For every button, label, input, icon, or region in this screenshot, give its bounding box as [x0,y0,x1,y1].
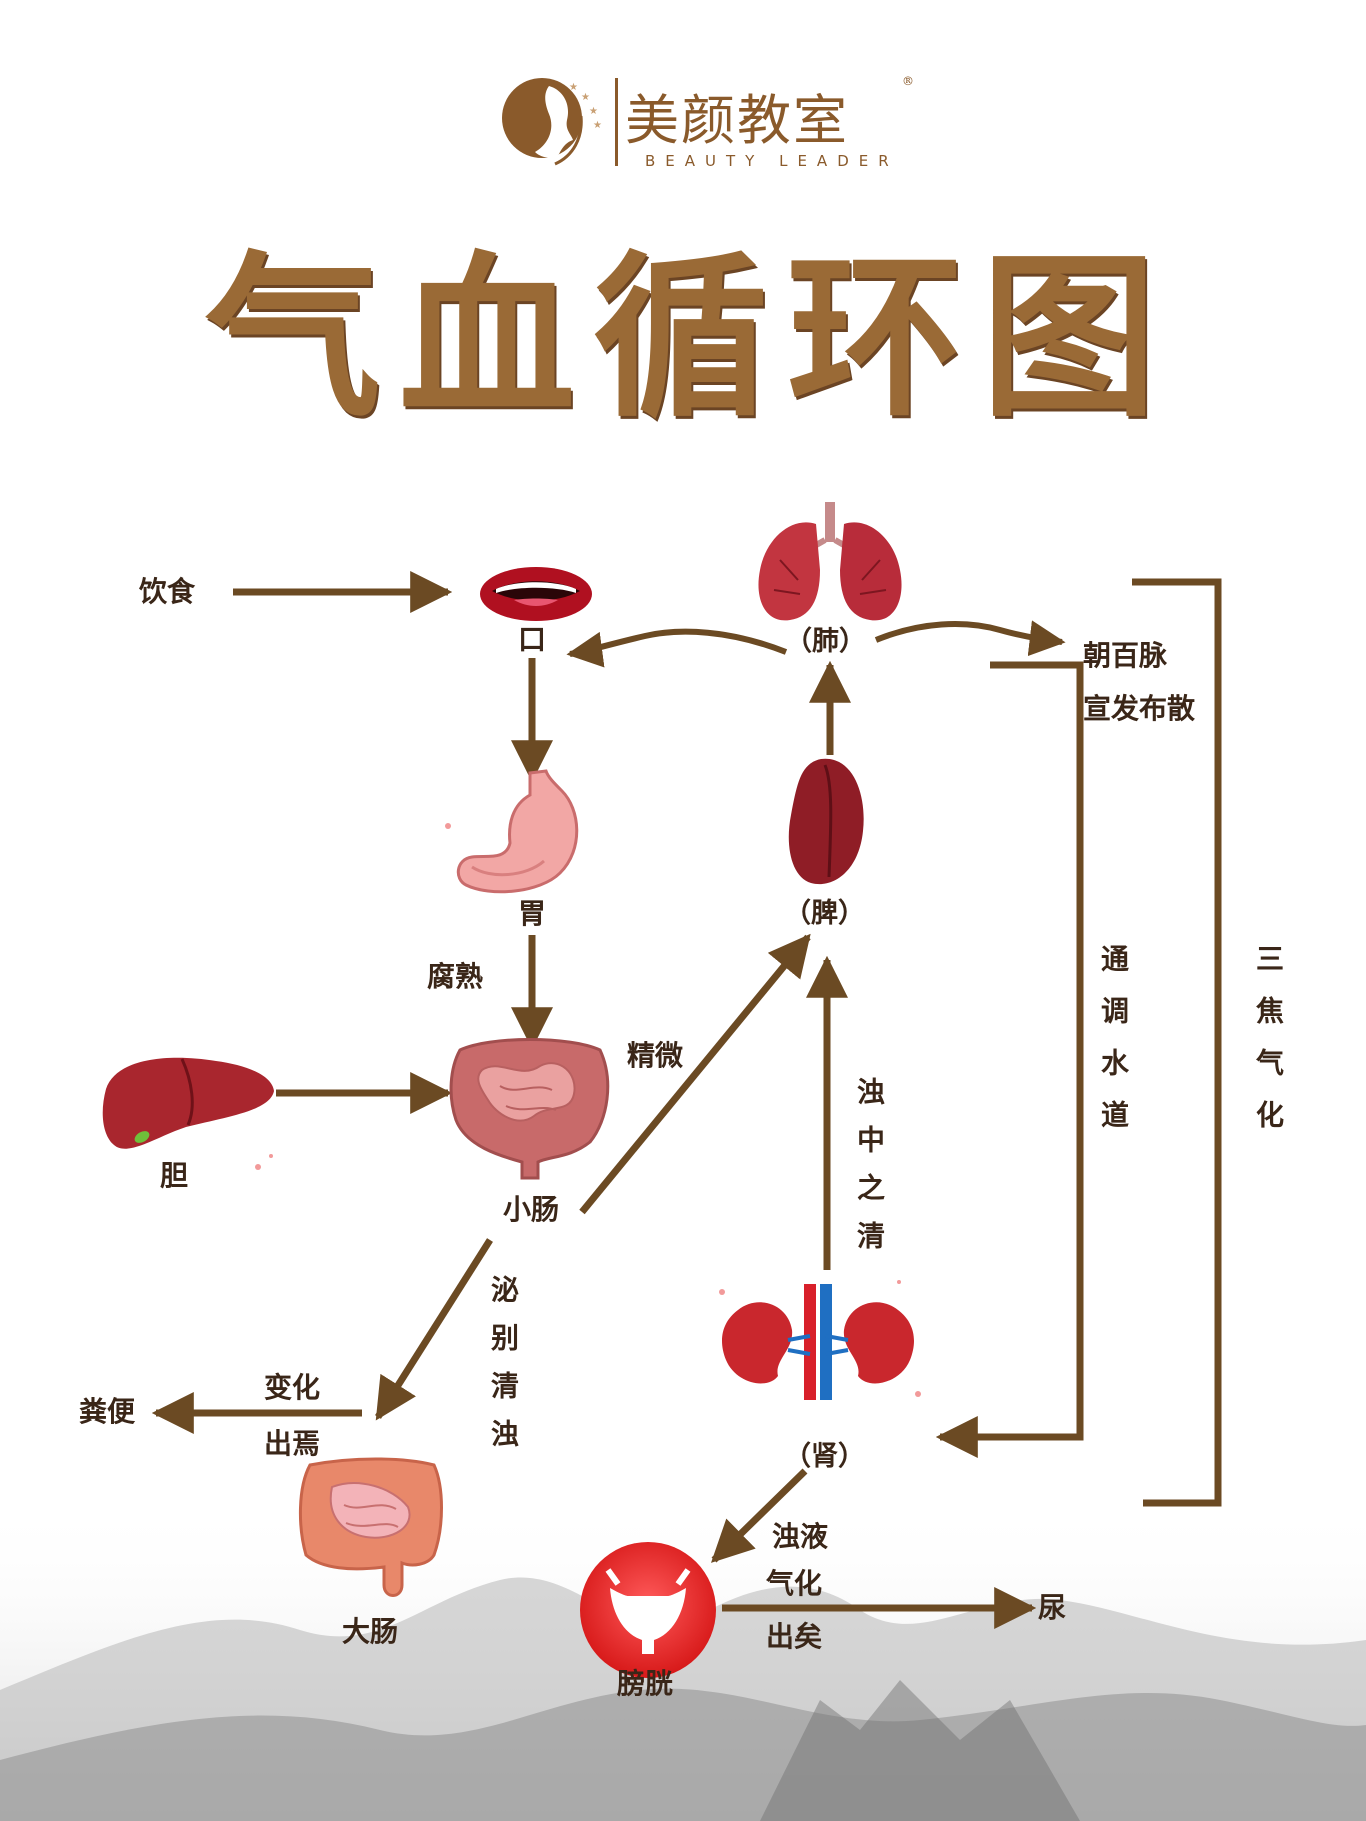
label-mouth: 口 [518,623,547,656]
bracket-waterways [935,661,1084,1458]
label-lung-function-2: 宣发布散 [1083,692,1196,725]
label-spleen: （脾） [784,898,865,929]
mouth-icon [480,567,592,621]
arrow-lung-to-mouth [566,628,788,668]
label-stomach: 胃 [518,897,547,930]
label-lung: （肺） [785,626,866,657]
arrow-small-intestine-to-spleen [579,933,811,1215]
bladder-icon [580,1542,716,1678]
label-small-intestine: 小肠 [503,1193,560,1226]
label-diet: 饮食 [139,575,196,608]
label-urine: 尿 [1038,1591,1067,1624]
registered-mark: ® [902,74,914,88]
label-exit: 出矣 [766,1620,823,1653]
svg-text:★: ★ [593,120,602,131]
flow-arrows [151,571,1222,1629]
liver-icon [102,1057,274,1149]
arrow-small-intestine-to-large-intestine [375,1238,493,1421]
svg-text:★: ★ [589,106,598,117]
stomach-icon [456,769,579,894]
label-large-intestine: 大肠 [342,1615,399,1648]
brand-tagline: BEAUTY LEADER [645,152,899,170]
kidney-icon [722,1284,914,1400]
label-excrete: 出焉 [264,1427,321,1460]
decorative-sparkles [255,823,921,1397]
lung-icon [758,502,902,621]
beauty-face-logo-icon: ★ ★ ★ ★ [502,78,602,166]
label-lung-function-1: 朝百脉 [1083,639,1168,672]
page-title: 气血循环图 [204,234,1175,441]
svg-text:★: ★ [569,82,578,93]
label-sanjiao: 三焦气化 [1252,944,1285,1152]
label-kidney: （肾） [784,1441,865,1472]
brand-logo: ★ ★ ★ ★ 美颜教室 ® BEAUTY LEADER [497,68,917,178]
label-waterways: 通调水道 [1097,944,1130,1152]
small-intestine-icon [449,1038,610,1180]
brand-name: 美颜教室 [625,89,849,152]
label-separate: 泌别清浊 [487,1275,520,1467]
label-qi-transform: 气化 [766,1567,823,1600]
label-rot-ripen: 腐熟 [427,960,484,993]
spleen-icon [788,758,864,885]
logo-divider [615,78,618,166]
label-essence: 精微 [627,1039,684,1072]
large-intestine-icon [298,1457,443,1597]
label-gallbladder: 胆 [160,1159,189,1192]
label-bladder: 膀胱 [617,1667,674,1700]
label-transform: 变化 [264,1371,321,1404]
label-turbid-fluid: 浊液 [772,1520,829,1553]
label-turbid-clear: 浊中之清 [853,1077,886,1269]
label-feces: 粪便 [79,1395,136,1428]
arrow-lung-to-body [874,620,1066,657]
svg-text:★: ★ [581,92,590,103]
bracket-sanjiao [1132,578,1222,1507]
arrow-kidney-to-bladder [710,1468,808,1563]
